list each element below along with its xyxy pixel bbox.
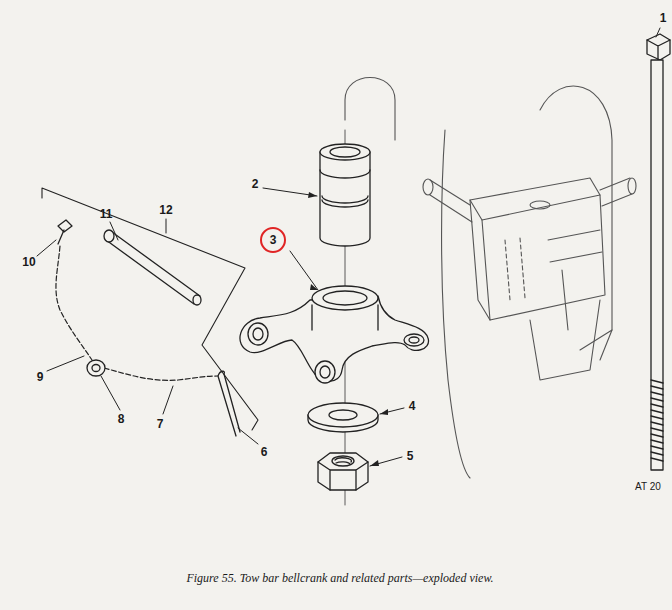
long-bolt <box>647 34 670 470</box>
callout-number: 5 <box>407 450 414 462</box>
tow-bar-frame <box>345 78 636 479</box>
leader-lines <box>37 28 660 466</box>
washer <box>308 403 378 432</box>
small-bolt <box>58 220 72 244</box>
highlight-circle <box>261 228 285 252</box>
bushing <box>320 144 370 246</box>
callout-number: 12 <box>159 204 172 216</box>
plate-code: AT 20 <box>635 482 661 492</box>
callout-number: 9 <box>37 371 44 383</box>
callout-number: 7 <box>157 418 164 430</box>
callout-number: 10 <box>22 256 35 268</box>
callout-number: 6 <box>261 446 268 458</box>
callout-number: 3 <box>270 234 277 246</box>
bellcrank <box>240 286 429 383</box>
figure-caption: Figure 55. Tow bar bellcrank and related… <box>186 571 493 585</box>
leader-arrowheads <box>308 192 388 466</box>
callout-number: 4 <box>409 400 416 412</box>
callout-number: 2 <box>252 178 259 190</box>
callout-number: 8 <box>118 413 125 425</box>
group-bracket <box>42 188 258 430</box>
chain <box>56 246 218 380</box>
ring <box>87 360 105 376</box>
callout-number: 11 <box>100 208 113 220</box>
hex-nut <box>318 453 368 490</box>
callout-number: 1 <box>660 12 667 24</box>
pin <box>104 230 201 305</box>
